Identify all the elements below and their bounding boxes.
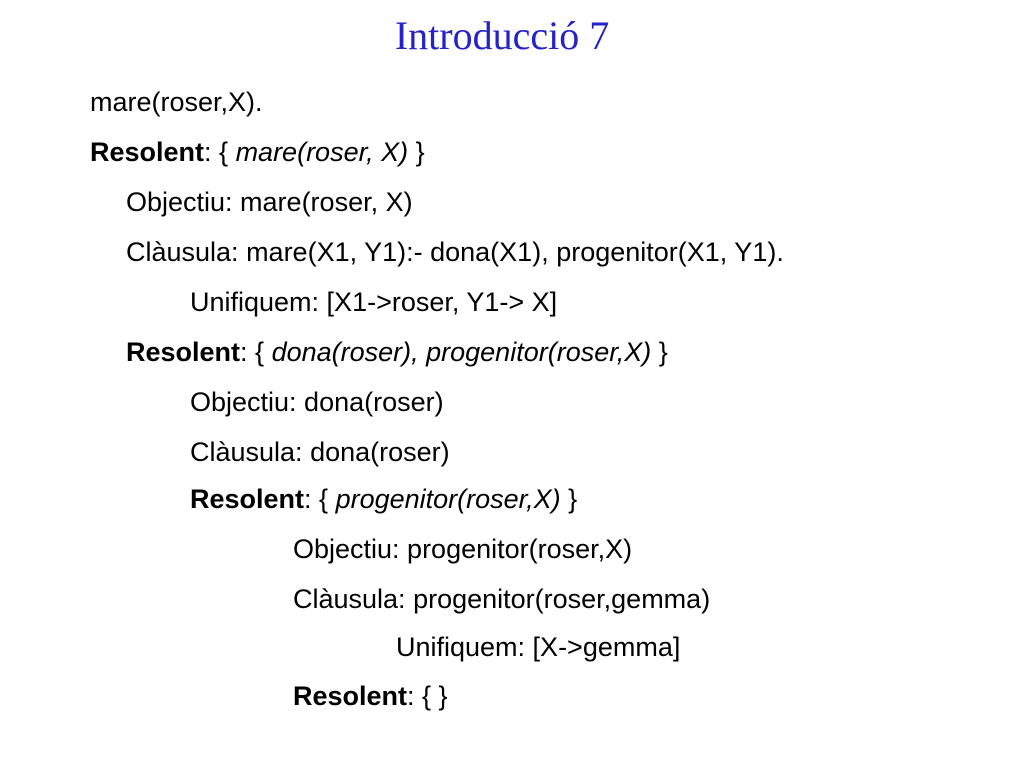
- resolent-label: Resolent: [293, 681, 408, 711]
- resolent-goal: mare(roser, X): [235, 137, 409, 167]
- objective-line-1: Objectiu: mare(roser, X): [126, 187, 413, 217]
- resolent-line-3: Resolent: { progenitor(roser,X) }: [190, 484, 578, 514]
- resolent-line-4: Resolent: { }: [293, 681, 448, 711]
- clause-line-3: Clàusula: progenitor(roser,gemma): [293, 584, 711, 614]
- clause-line-2: Clàusula: dona(roser): [190, 437, 450, 467]
- resolent-line-2: Resolent: { dona(roser), progenitor(rose…: [126, 337, 668, 367]
- query-line: mare(roser,X).: [90, 87, 263, 117]
- unify-line-1: Unifiquem: [X1->roser, Y1-> X]: [190, 287, 558, 317]
- resolent-goal: progenitor(roser,X): [335, 484, 561, 514]
- unify-line-3: Unifiquem: [X->gemma]: [396, 632, 681, 662]
- resolent-label: Resolent: [190, 484, 305, 514]
- objective-line-2: Objectiu: dona(roser): [190, 387, 444, 417]
- resolent-goal: dona(roser), progenitor(roser,X): [271, 337, 652, 367]
- objective-line-3: Objectiu: progenitor(roser,X): [293, 534, 633, 564]
- resolent-line-1: Resolent: { mare(roser, X) }: [90, 137, 425, 167]
- slide-title: Introducció 7: [394, 13, 610, 58]
- clause-line-1: Clàusula: mare(X1, Y1):- dona(X1), proge…: [126, 237, 784, 267]
- resolent-label: Resolent: [126, 337, 241, 367]
- resolent-label: Resolent: [90, 137, 205, 167]
